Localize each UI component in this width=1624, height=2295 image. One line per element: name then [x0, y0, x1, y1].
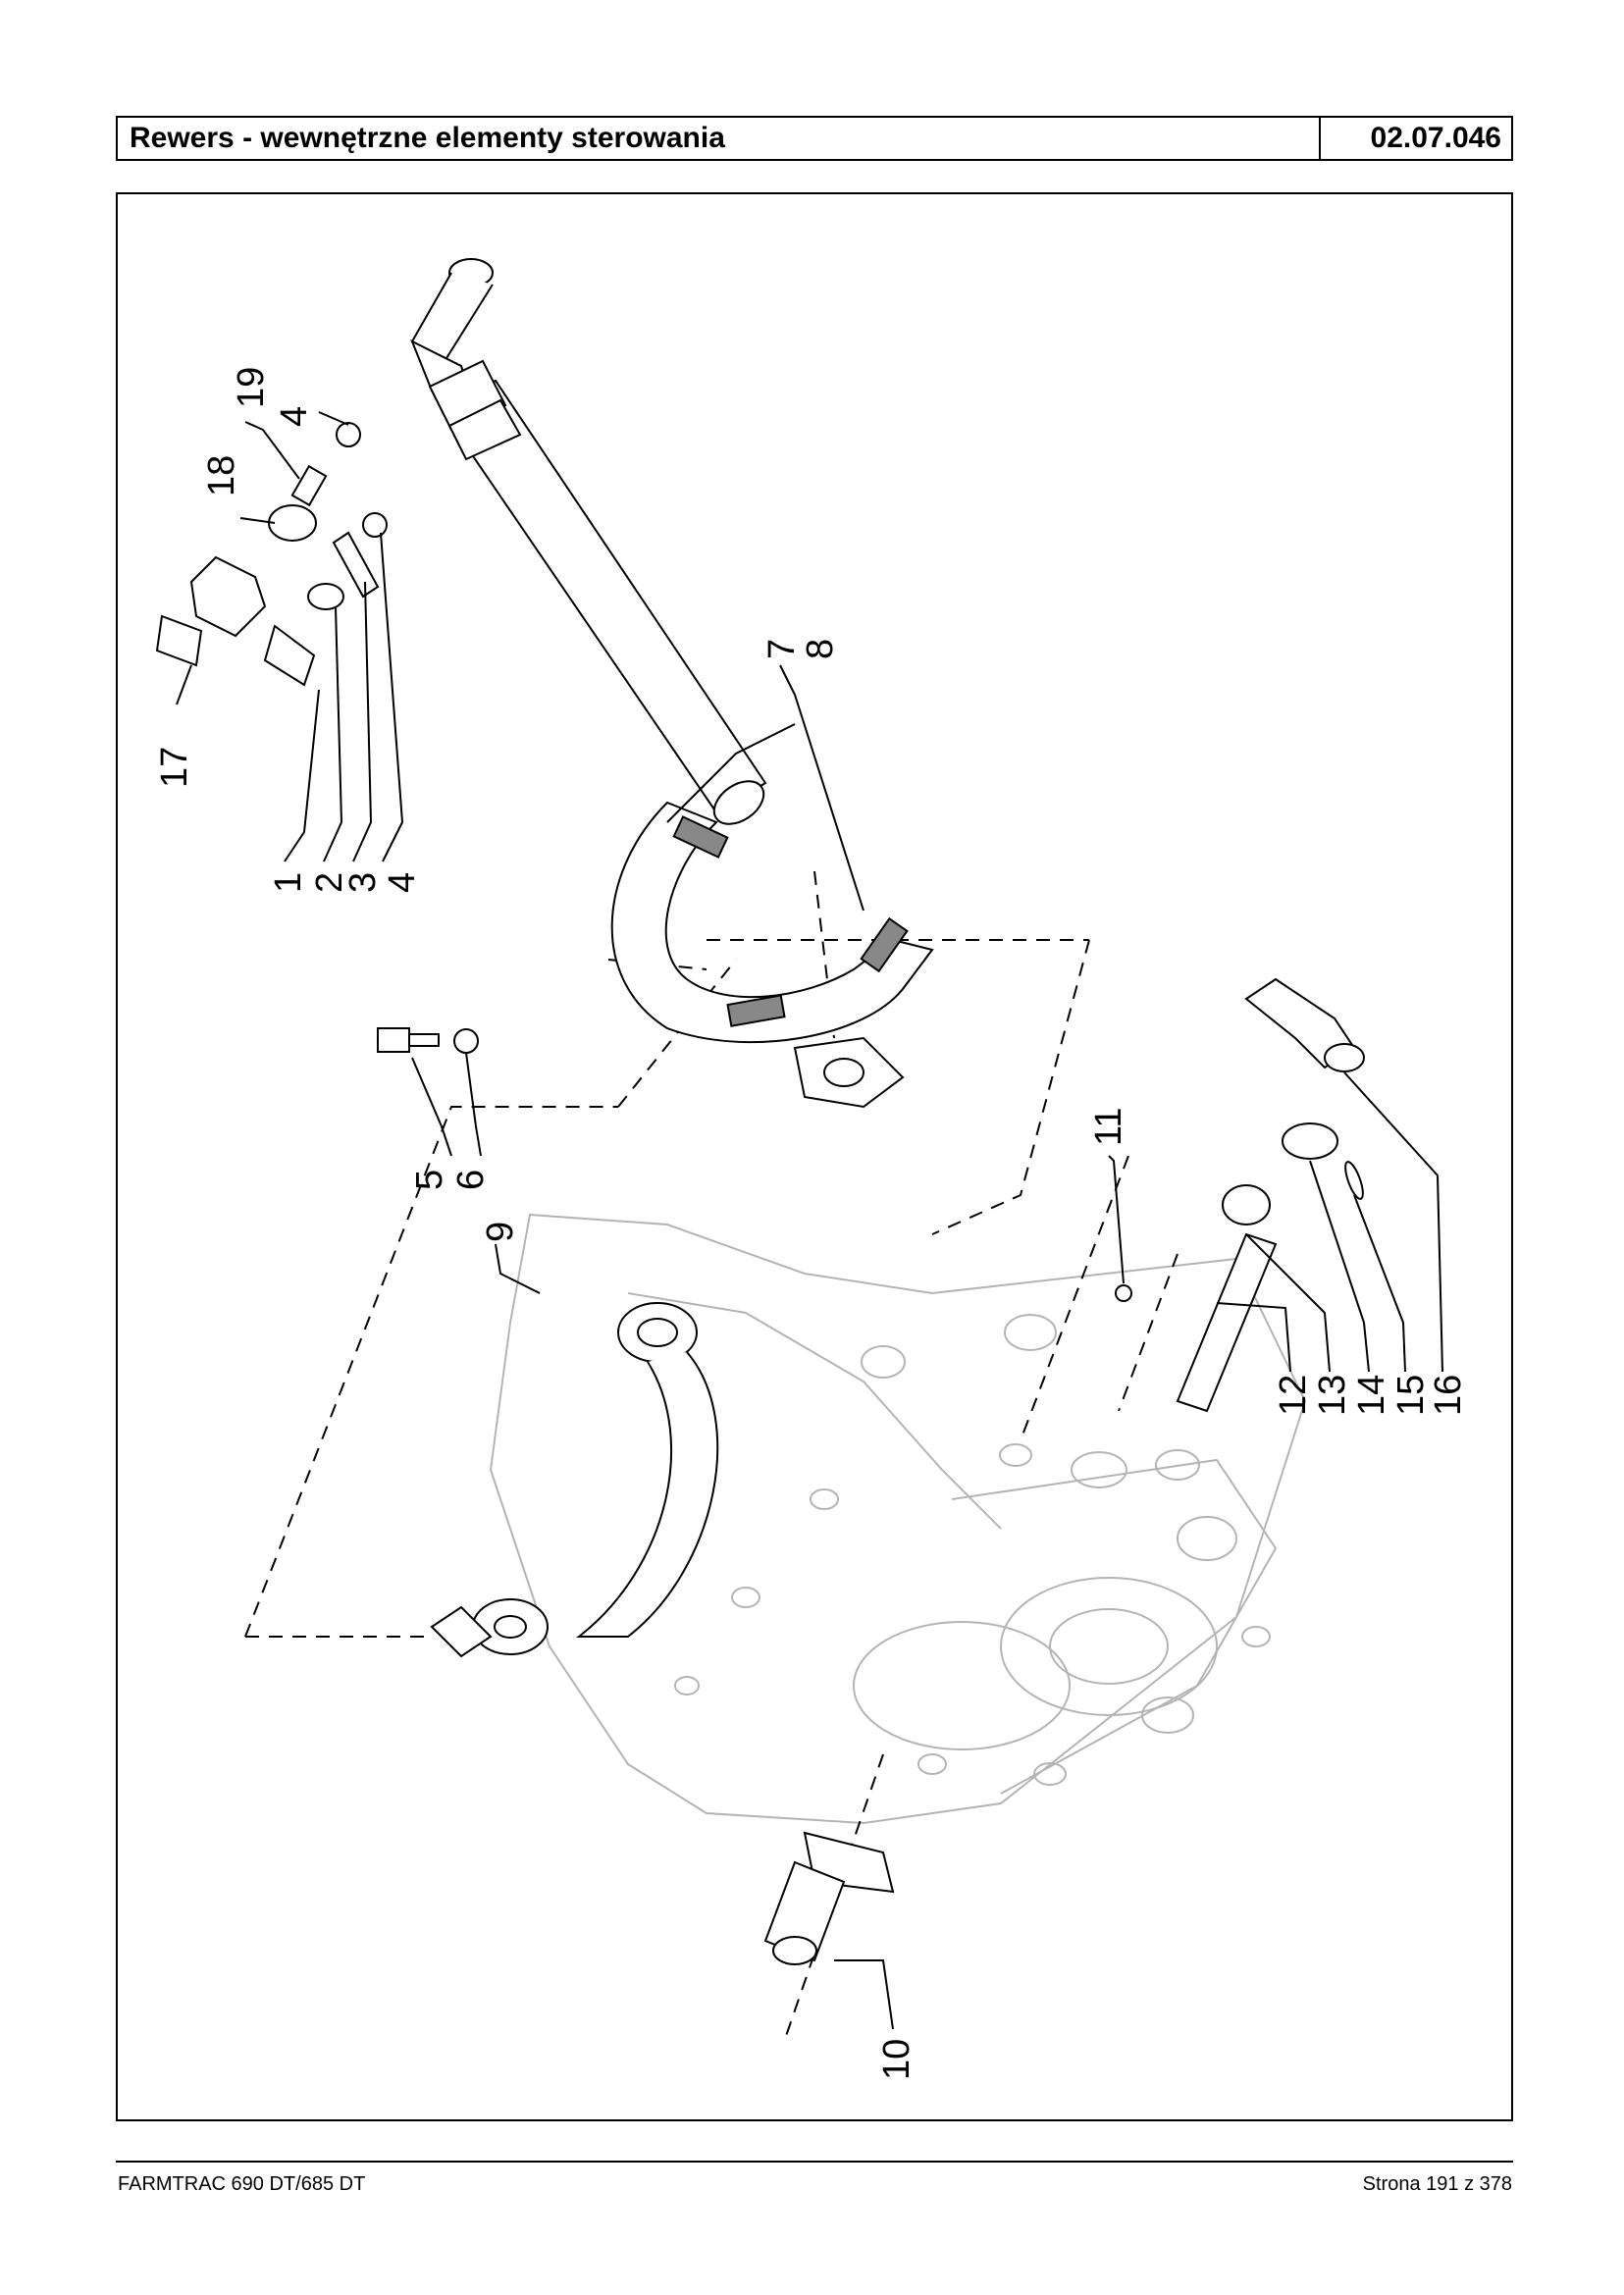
- leader-lines: [176, 411, 1443, 2030]
- parts-drawing: 4 19 18 17 1 2 3 4 7 8 5 6 9 11 12 13 14…: [154, 258, 1469, 2080]
- gearbox-housing: [489, 1213, 1307, 1825]
- pivot-pin: [763, 1831, 895, 1965]
- part-label: 2: [309, 872, 350, 893]
- footer-divider: [116, 2161, 1513, 2163]
- footer-model: FARMTRAC 690 DT/685 DT: [118, 2173, 366, 2195]
- part-label: 8: [800, 639, 841, 659]
- part-label: 3: [342, 872, 384, 893]
- page-header: Rewers - wewnętrzne elementy sterowania …: [116, 116, 1513, 161]
- part-label: 16: [1428, 1375, 1469, 1416]
- part-label: 12: [1273, 1375, 1314, 1416]
- part-label: 4: [382, 872, 423, 893]
- exploded-parts-diagram: 4 19 18 17 1 2 3 4 7 8 5 6 9 11 12 13 14…: [116, 192, 1513, 2121]
- part-label: 14: [1351, 1375, 1392, 1416]
- part-labels: 4 19 18 17 1 2 3 4 7 8 5 6 9 11 12 13 14…: [154, 367, 1469, 2080]
- part-label: 7: [761, 639, 803, 659]
- part-label: 1: [268, 872, 309, 893]
- page-title: Rewers - wewnętrzne elementy sterowania: [118, 118, 1321, 159]
- bolt-and-washer: [377, 1027, 479, 1054]
- part-label: 6: [450, 1170, 492, 1190]
- shift-fork: [610, 801, 934, 1109]
- part-label: 18: [201, 455, 242, 496]
- part-label: 19: [231, 367, 272, 408]
- part-label: 10: [876, 2039, 917, 2080]
- part-label: 11: [1088, 1108, 1129, 1146]
- part-label: 15: [1390, 1375, 1432, 1416]
- shift-fork-lower: [430, 1302, 719, 1658]
- part-label: 5: [409, 1170, 450, 1190]
- lever-parts: [1115, 977, 1365, 1413]
- shift-rod: [410, 258, 767, 825]
- detent-parts: [155, 422, 388, 687]
- footer-page-number: Strona 191 z 378: [1362, 2173, 1512, 2195]
- section-code: 02.07.046: [1370, 122, 1501, 154]
- part-label: 9: [480, 1222, 521, 1242]
- part-label: 17: [154, 747, 195, 788]
- part-label: 4: [274, 406, 315, 427]
- part-label: 13: [1312, 1375, 1353, 1416]
